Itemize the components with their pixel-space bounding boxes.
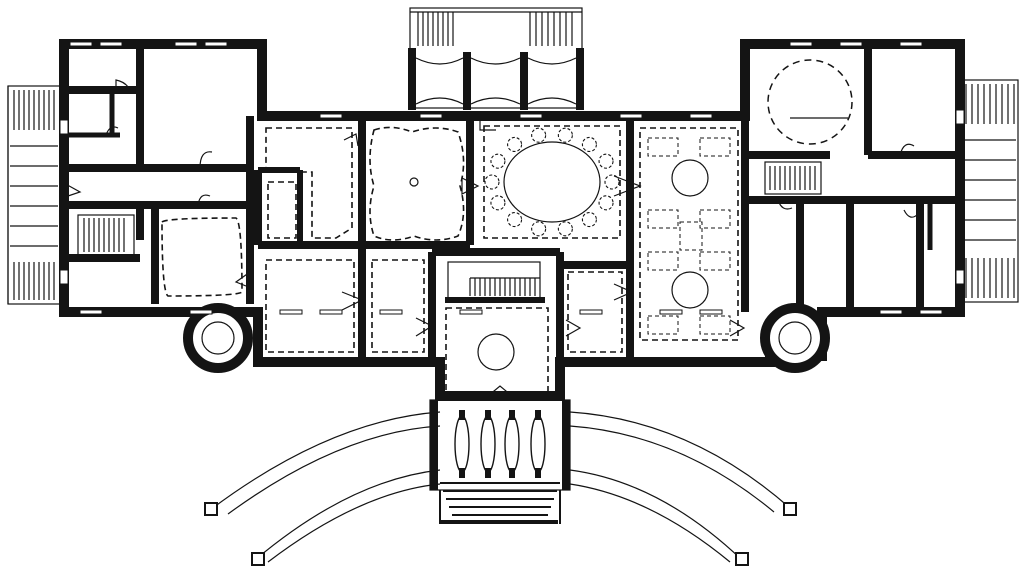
curved-colonnades xyxy=(204,411,797,566)
left-terrace xyxy=(7,85,61,305)
south-portico xyxy=(429,399,571,524)
round-towers xyxy=(183,303,830,373)
windows xyxy=(59,41,965,315)
right-terrace xyxy=(961,79,1019,303)
stairs xyxy=(77,161,822,299)
doors xyxy=(61,79,919,397)
ceiling-outlines xyxy=(161,59,853,393)
north-portico xyxy=(408,7,584,110)
